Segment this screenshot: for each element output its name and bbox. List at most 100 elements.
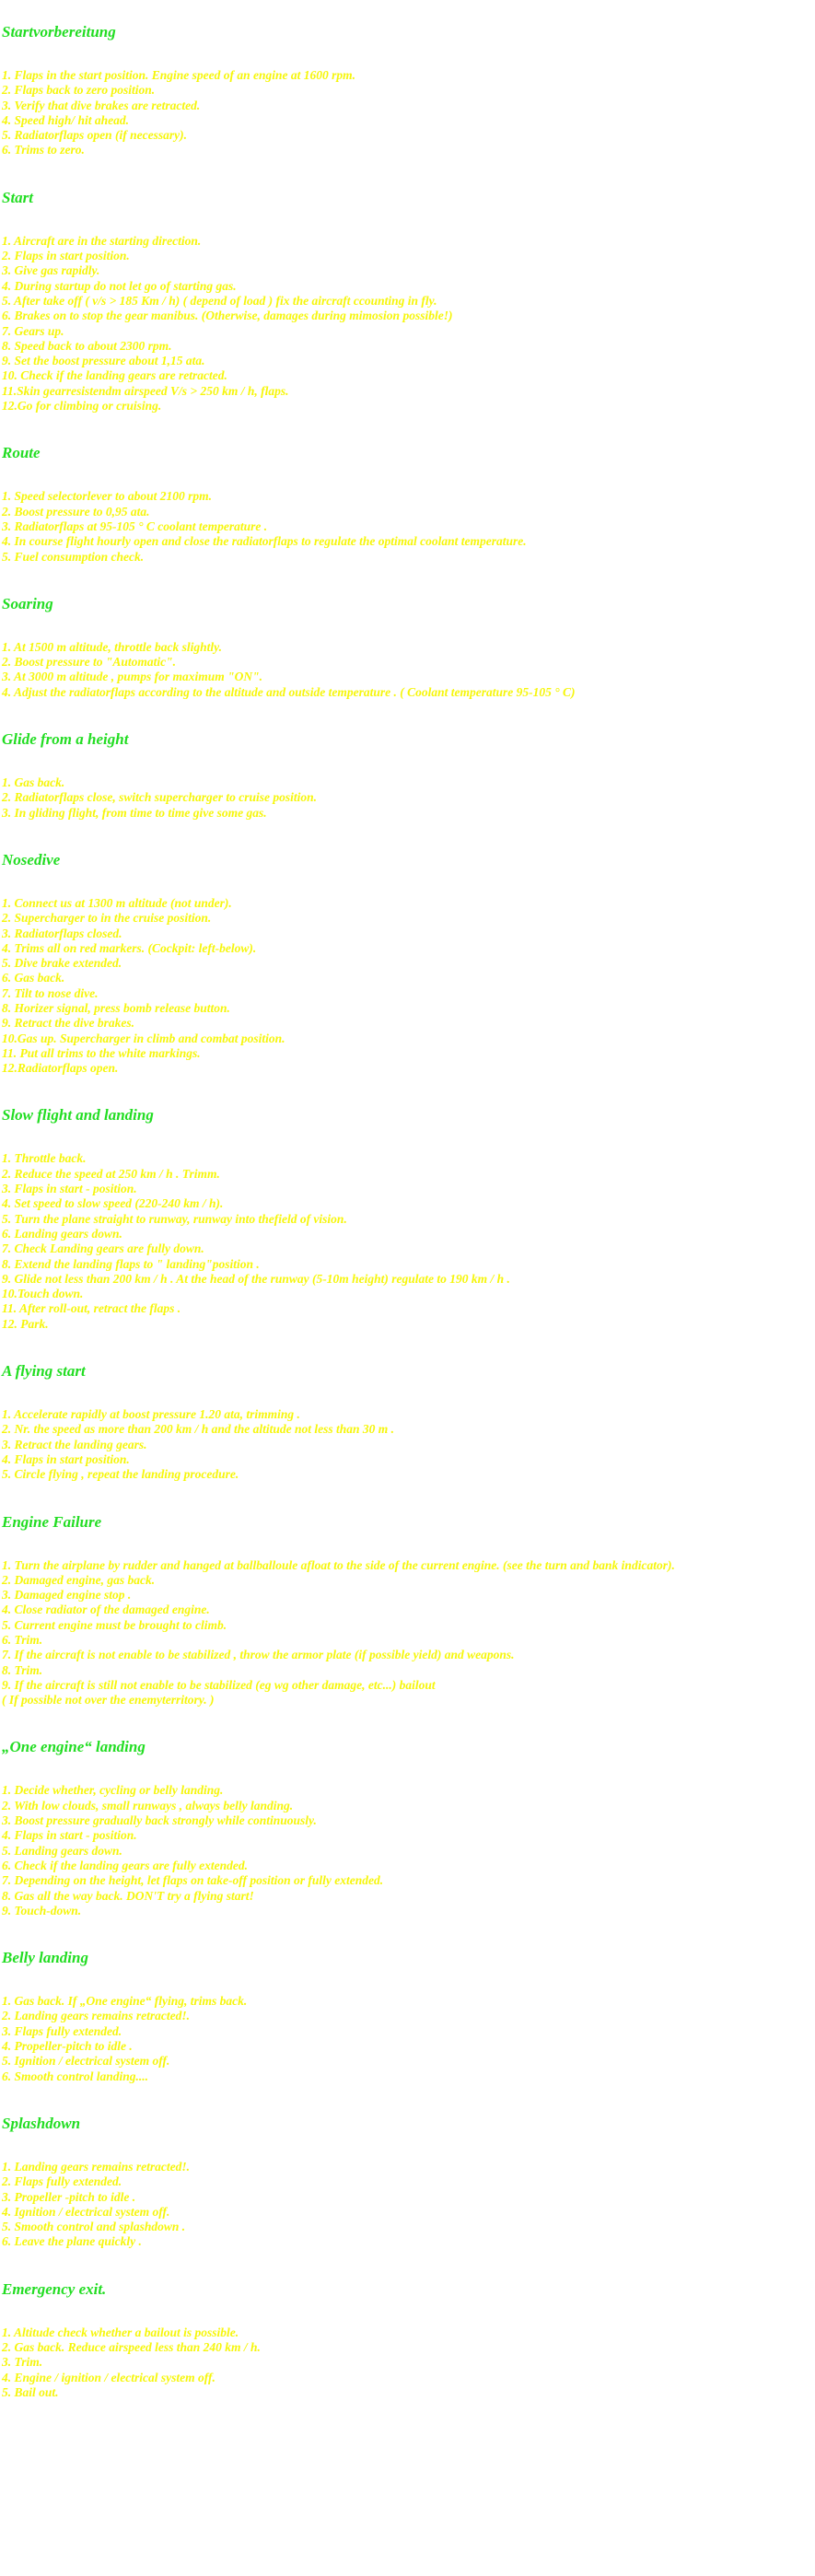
checklist-item: 3. Flaps fully extended. xyxy=(2,2023,122,2038)
checklist-item: ( If possible not over the enemyterritor… xyxy=(2,1693,215,1708)
checklist-item: 9. Glide not less than 200 km / h . At t… xyxy=(2,1271,510,1286)
checklist-item: 4. Set speed to slow speed (220-240 km /… xyxy=(2,1196,224,1211)
checklist-item: 4. Speed high/ hit ahead. xyxy=(2,112,130,127)
checklist-item: 1. Speed selectorlever to about 2100 rpm… xyxy=(2,489,212,504)
checklist-item: 2. Flaps back to zero position. xyxy=(2,83,156,98)
checklist-item: 1. Connect us at 1300 m altitude (not un… xyxy=(2,895,232,910)
checklist-item: 1. Flaps in the start position. Engine s… xyxy=(2,68,356,82)
checklist-item: 12. Park. xyxy=(2,1316,49,1331)
checklist-item: 1. Accelerate rapidly at boost pressure … xyxy=(2,1407,300,1422)
section-heading: „One engine“ landing xyxy=(2,1738,146,1756)
checklist-item: 3. Boost pressure gradually back strongl… xyxy=(2,1813,317,1828)
checklist-item: 9. Set the boost pressure about 1,15 ata… xyxy=(2,354,205,368)
checklist-item: 3. Radiatorflaps at 95-105 ° C coolant t… xyxy=(2,519,268,533)
checklist-item: 2. Damaged engine, gas back. xyxy=(2,1572,156,1587)
checklist-item: 2. Flaps in start position. xyxy=(2,249,130,263)
section: Startvorbereitung 1. Flaps in the start p… xyxy=(0,22,815,158)
checklist-item: 11.Skin gearresistendm airspeed V/s > 25… xyxy=(2,383,289,398)
section-heading: Route xyxy=(2,444,41,462)
checklist-item: 6. Landing gears down. xyxy=(2,1226,122,1241)
checklist-item: 4. Engine / ignition / electrical system… xyxy=(2,2370,215,2384)
section: Belly landing 1. Gas back. If „One engine… xyxy=(0,1948,815,2084)
checklist: 1. Turn the airplane by rudder and hange… xyxy=(0,1558,815,1708)
checklist: 1. Speed selectorlever to about 2100 rpm… xyxy=(0,489,815,564)
checklist-item: 1. Throttle back. xyxy=(2,1151,87,1166)
checklist-item: 5. After take off ( v/s > 185 Km / h) ( … xyxy=(2,293,437,308)
checklist: 1. Flaps in the start position. Engine s… xyxy=(0,68,815,158)
section: Soaring 1. At 1500 m altitude, throttle b… xyxy=(0,594,815,700)
checklist-item: 6. Brakes on to stop the gear manibus. (… xyxy=(2,309,453,323)
section-heading: Splashdown xyxy=(2,2114,81,2132)
checklist-item: 7. Tilt to nose dive. xyxy=(2,985,99,1000)
checklist-item: 2. Reduce the speed at 250 km / h . Trim… xyxy=(2,1166,220,1181)
checklist-item: 4. During startup do not let go of start… xyxy=(2,278,237,293)
checklist-item: 2. Radiatorflaps close, switch superchar… xyxy=(2,790,318,805)
checklist-item: 1. Gas back. If „One engine“ flying, tri… xyxy=(2,1994,248,2009)
checklist: 1. Decide whether, cycling or belly land… xyxy=(0,1783,815,1918)
checklist: 1. Connect us at 1300 m altitude (not un… xyxy=(0,896,815,1077)
checklist-item: 7. Check Landing gears are fully down. xyxy=(2,1241,204,1256)
checklist-item: 2. Supercharger to in the cruise positio… xyxy=(2,911,212,926)
checklist-item: 3. Retract the landing gears. xyxy=(2,1437,147,1451)
checklist: 1. At 1500 m altitude, throttle back sli… xyxy=(0,640,815,700)
section: „One engine“ landing 1. Decide whether, c… xyxy=(0,1737,815,1918)
section: Slow flight and landing 1. Throttle back.… xyxy=(0,1105,815,1332)
checklist-item: 12.Go for climbing or cruising. xyxy=(2,399,162,414)
checklist-item: 2. Gas back. Reduce airspeed less than 2… xyxy=(2,2340,261,2355)
checklist-item: 1. Gas back. xyxy=(2,775,65,790)
checklist-item: 10.Gas up. Supercharger in climb and com… xyxy=(2,1031,285,1045)
checklist: 1. Aircraft are in the starting directio… xyxy=(0,234,815,414)
checklist-item: 12.Radiatorflaps open. xyxy=(2,1061,119,1076)
section: Emergency exit. 1. Altitude check whether… xyxy=(0,2279,815,2400)
checklist-item: 4. In course flight hourly open and clos… xyxy=(2,534,527,549)
checklist-item: 5. Fuel consumption check. xyxy=(2,549,145,564)
checklist-item: 3. At 3000 m altitude , pumps for maximu… xyxy=(2,670,263,684)
checklist: 1. Accelerate rapidly at boost pressure … xyxy=(0,1407,815,1482)
checklist-item: 3. In gliding flight, from time to time … xyxy=(2,805,267,820)
section-heading: Soaring xyxy=(2,594,53,612)
checklist-item: 2. Flaps fully extended. xyxy=(2,2174,122,2189)
checklist-item: 4. Flaps in start - position. xyxy=(2,1828,137,1843)
checklist-item: 6. Gas back. xyxy=(2,971,65,985)
section-heading: Slow flight and landing xyxy=(2,1106,154,1125)
checklist-item: 5. Bail out. xyxy=(2,2384,59,2399)
section-heading: Emergency exit. xyxy=(2,2279,107,2298)
section-heading: Startvorbereitung xyxy=(2,23,116,41)
checklist-item: 4. Propeller-pitch to idle . xyxy=(2,2039,133,2054)
checklist-item: 2. Boost pressure to 0,95 ata. xyxy=(2,504,150,519)
checklist-item: 2. With low clouds, small runways , alwa… xyxy=(2,1798,294,1813)
checklist-item: 10.Touch down. xyxy=(2,1287,84,1301)
checklist-item: 3. Flaps in start - position. xyxy=(2,1182,137,1196)
document-body: Startvorbereitung 1. Flaps in the start p… xyxy=(0,22,815,2400)
section: A flying start 1. Accelerate rapidly at b… xyxy=(0,1361,815,1482)
checklist-item: 5. Smooth control and splashdown . xyxy=(2,2220,186,2234)
checklist-item: 8. Extend the landing flaps to " landing… xyxy=(2,1256,260,1271)
checklist: 1. Throttle back.2. Reduce the speed at … xyxy=(0,1151,815,1332)
checklist-item: 3. Trim. xyxy=(2,2355,43,2370)
section: Route 1. Speed selectorlever to about 210… xyxy=(0,443,815,564)
checklist-item: 4. Trims all on red markers. (Cockpit: l… xyxy=(2,940,257,955)
checklist-item: 1. Decide whether, cycling or belly land… xyxy=(2,1783,224,1798)
checklist-item: 5. Dive brake extended. xyxy=(2,956,122,971)
checklist-item: 4. Adjust the radiatorflaps according to… xyxy=(2,684,576,699)
checklist-item: 9. Retract the dive brakes. xyxy=(2,1016,134,1031)
checklist-item: 2. Nr. the speed as more than 200 km / h… xyxy=(2,1422,395,1437)
checklist-item: 5. Current engine must be brought to cli… xyxy=(2,1617,227,1632)
section-heading: Belly landing xyxy=(2,1949,88,1967)
checklist-item: 1. Altitude check whether a bailout is p… xyxy=(2,2325,239,2339)
checklist-item: 9. If the aircraft is still not enable t… xyxy=(2,1677,436,1692)
checklist-item: 6. Trim. xyxy=(2,1633,43,1647)
checklist-item: 2. Landing gears remains retracted!. xyxy=(2,2009,191,2023)
checklist-item: 5. Turn the plane straight to runway, ru… xyxy=(2,1211,347,1226)
checklist-item: 4. Close radiator of the damaged engine. xyxy=(2,1603,210,1617)
section-heading: Nosedive xyxy=(2,850,61,868)
checklist-item: 8. Gas all the way back. DON'T try a fly… xyxy=(2,1888,254,1903)
checklist: 1. Gas back.2. Radiatorflaps close, swit… xyxy=(0,775,815,821)
section-heading: A flying start xyxy=(2,1362,86,1381)
checklist-item: 3. Propeller -pitch to idle . xyxy=(2,2189,136,2204)
checklist-item: 10. Check if the landing gears are retra… xyxy=(2,368,227,383)
checklist-item: 1. Aircraft are in the starting directio… xyxy=(2,233,202,248)
checklist-item: 8. Horizer signal, press bomb release bu… xyxy=(2,1000,230,1015)
